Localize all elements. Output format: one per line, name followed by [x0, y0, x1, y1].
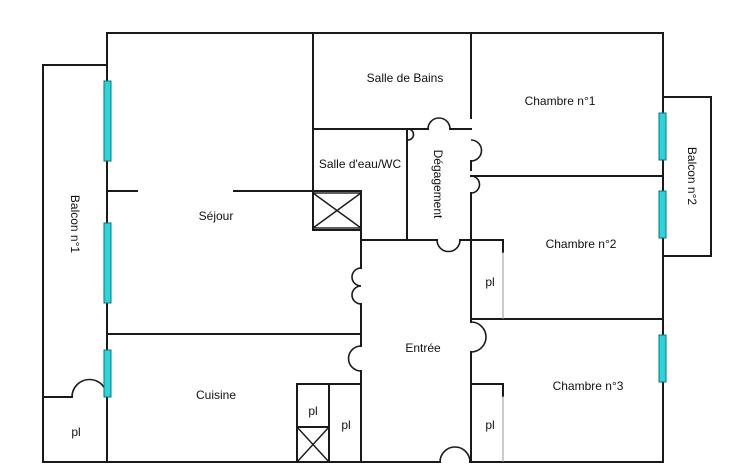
label-placard-chambre3: pl — [485, 418, 494, 432]
door-balcony-placard — [71, 378, 108, 398]
door-cuisine — [347, 345, 362, 372]
window-chambre1 — [658, 112, 667, 161]
label-chambre-3: Chambre n°3 — [553, 379, 624, 393]
label-entree: Entrée — [405, 341, 441, 355]
window-cuisine — [103, 349, 112, 398]
door-sejour-2 — [351, 285, 362, 305]
door-chambre2-top — [470, 175, 481, 194]
window-sejour-1 — [103, 80, 112, 162]
window-chambre3 — [658, 334, 667, 383]
door-wc — [407, 128, 415, 141]
door-chambre1 — [470, 139, 483, 162]
room-labels: Salle de Bains Chambre n°1 Salle d'eau/W… — [68, 71, 699, 439]
label-placard-cuisine-1: pl — [308, 404, 317, 418]
door-entrance — [439, 446, 471, 463]
windows — [103, 80, 667, 398]
label-salle-de-bains: Salle de Bains — [367, 71, 444, 85]
label-cuisine: Cuisine — [196, 388, 236, 402]
door-degagement-sdb — [427, 117, 451, 130]
window-sejour-2 — [103, 222, 112, 304]
window-chambre2 — [658, 190, 667, 239]
label-degagement: Dégagement — [431, 150, 445, 219]
label-balcon-2: Balcon n°2 — [685, 147, 699, 205]
door-entree-degagement — [436, 239, 461, 253]
duct-wc — [312, 192, 362, 229]
door-sejour-1 — [351, 267, 362, 287]
door-chambre3 — [470, 321, 487, 353]
ducts — [296, 192, 362, 463]
label-placard-balcon: pl — [71, 425, 80, 439]
label-chambre-1: Chambre n°1 — [525, 94, 596, 108]
label-sejour: Séjour — [199, 209, 234, 223]
duct-cuisine — [296, 426, 330, 463]
label-placard-cuisine-2: pl — [341, 418, 350, 432]
doors — [71, 117, 487, 463]
label-balcon-1: Balcon n°1 — [68, 195, 82, 253]
label-chambre-2: Chambre n°2 — [546, 237, 617, 251]
label-placard-chambre2: pl — [485, 275, 494, 289]
label-salle-eau-wc: Salle d'eau/WC — [319, 157, 402, 171]
